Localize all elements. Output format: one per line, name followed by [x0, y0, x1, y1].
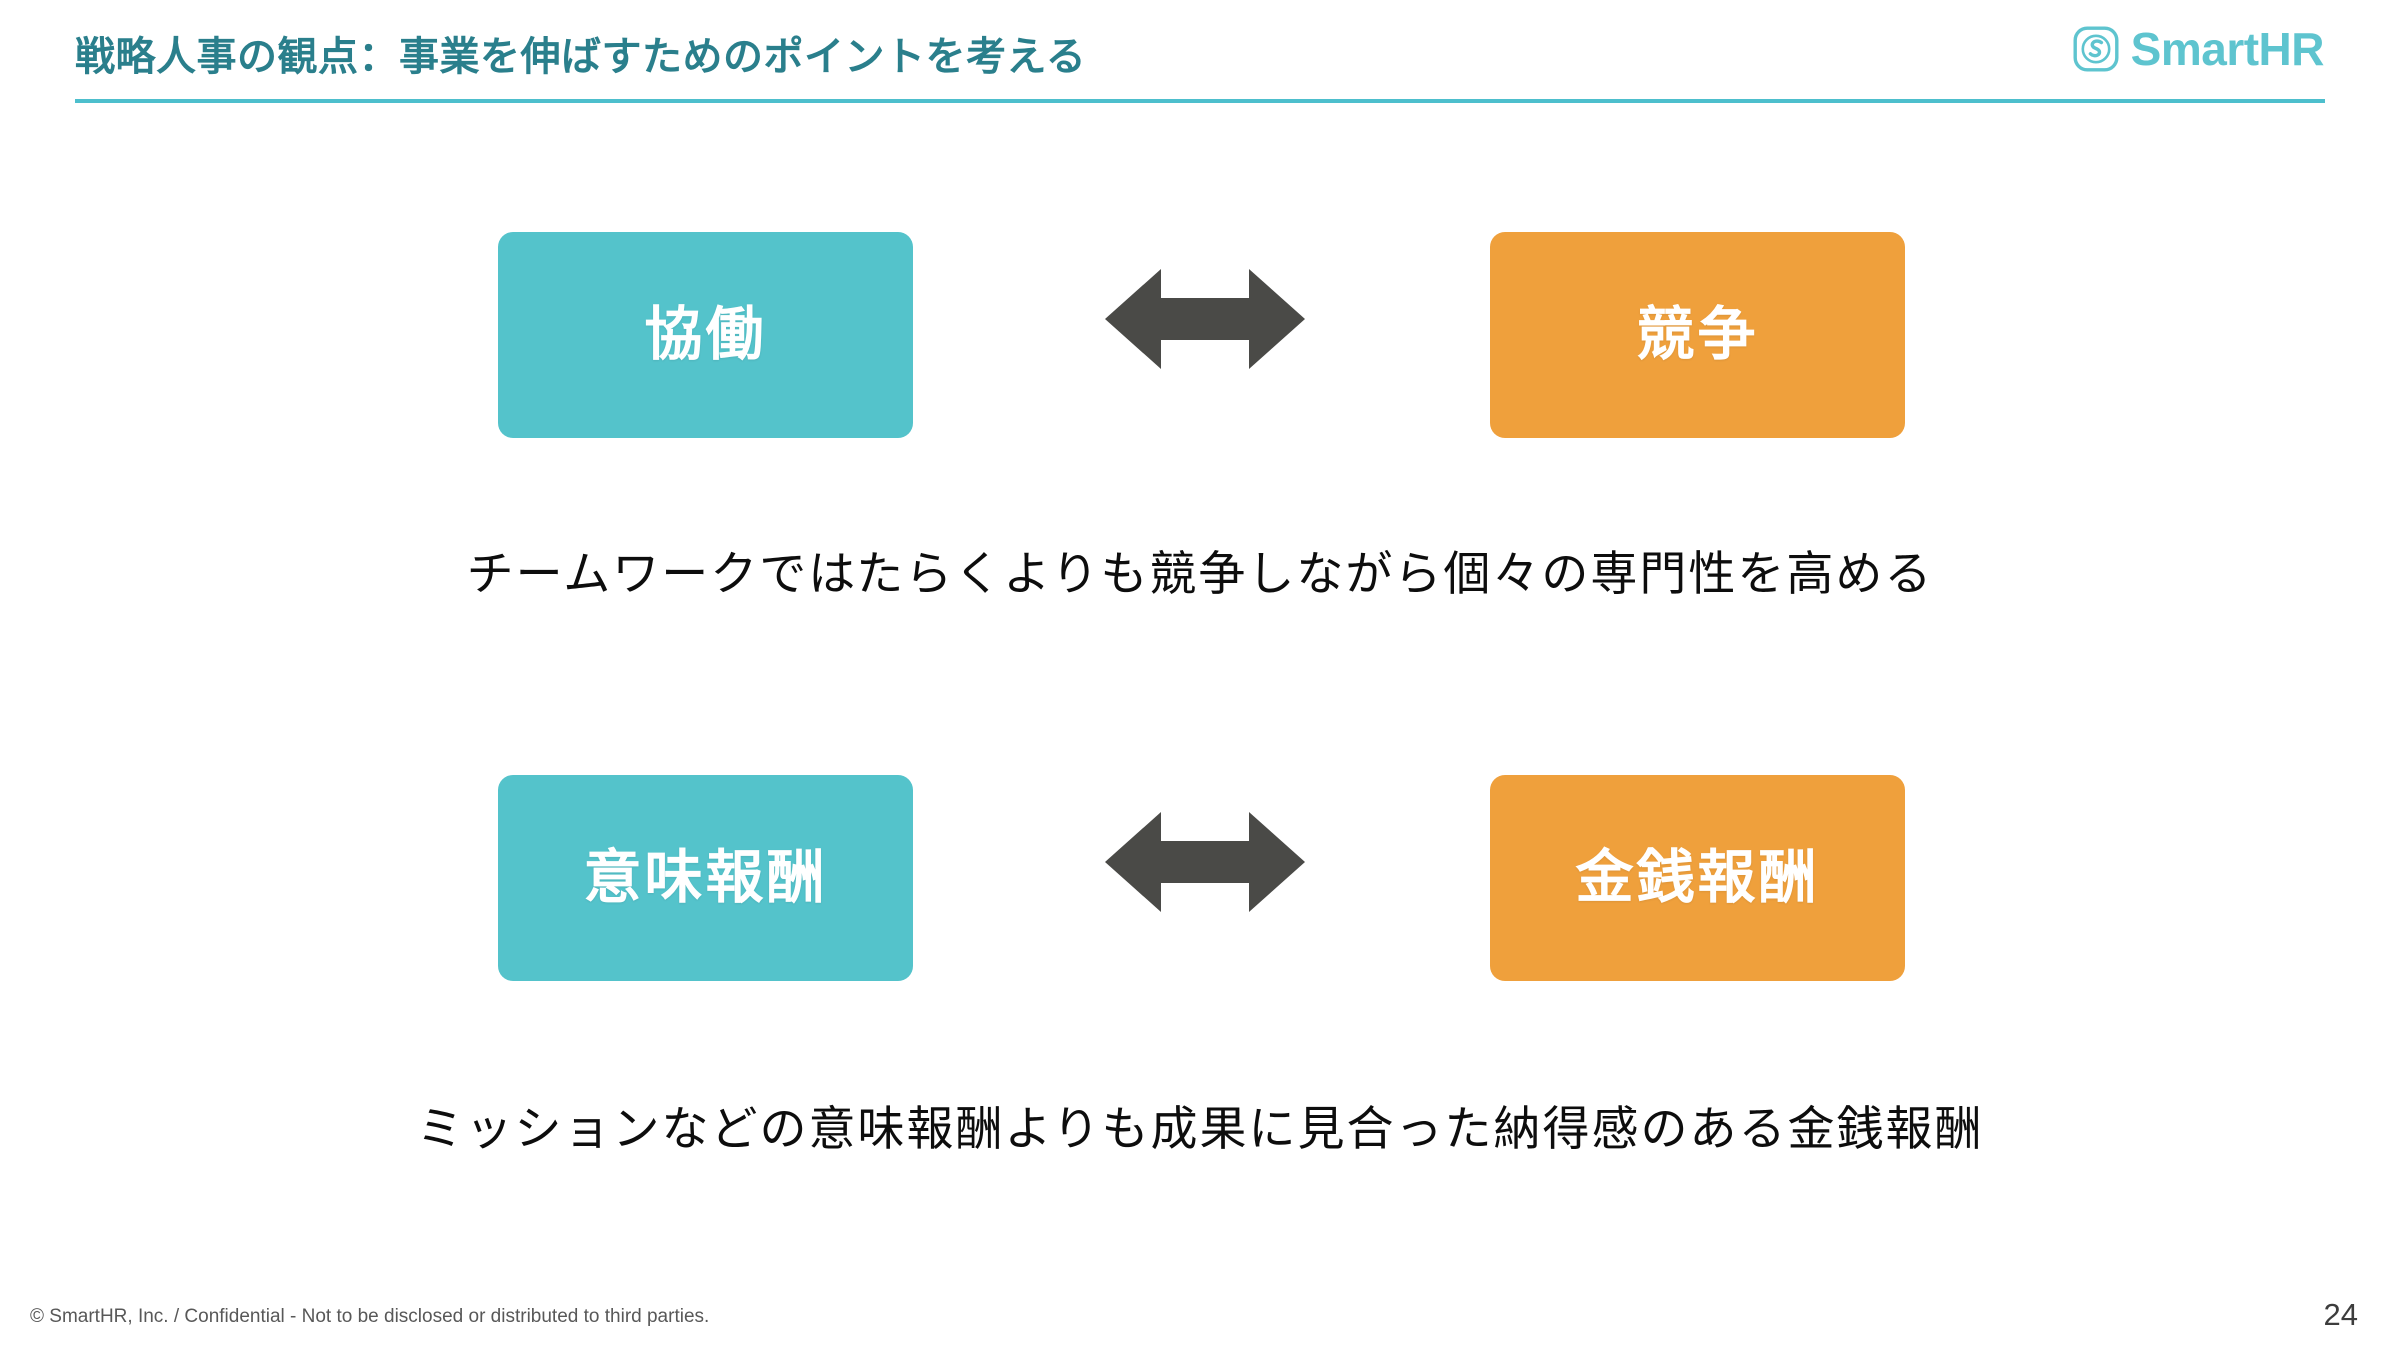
concept-label: 競争 — [1636, 302, 1759, 367]
row-caption-1: チームワークではたらくよりも競争しながら個々の専門性を高める — [466, 547, 1934, 600]
double-headed-arrow-icon — [1105, 265, 1305, 373]
page-number: 24 — [2323, 1297, 2358, 1332]
concept-label: 協働 — [644, 302, 767, 367]
concept-label: 意味報酬 — [583, 845, 828, 910]
double-headed-arrow-icon — [1105, 808, 1305, 916]
concept-pair-1: 協働 競争 — [0, 232, 2400, 438]
comparison-row-1: 協働 競争 — [0, 232, 2400, 438]
concept-box-competition: 競争 — [1490, 232, 1905, 438]
concept-box-meaning-reward: 意味報酬 — [498, 775, 913, 981]
smarthr-wordmark: SmartHR — [2130, 23, 2325, 75]
smarthr-logo: SmartHR — [2073, 23, 2325, 75]
concept-label: 金銭報酬 — [1575, 845, 1820, 910]
concept-box-monetary-reward: 金銭報酬 — [1490, 775, 1905, 981]
confidential-footer: © SmartHR, Inc. / Confidential - Not to … — [30, 1306, 710, 1327]
slide-header: 戦略人事の観点：事業を伸ばすためのポイントを考える SmartHR — [0, 0, 2400, 108]
smarthr-s-mark-icon — [2073, 26, 2119, 72]
comparison-row-2: 意味報酬 金銭報酬 — [0, 775, 2400, 981]
title-divider — [75, 99, 2325, 103]
row-caption-2: ミッションなどの意味報酬よりも成果に見合った納得感のある金銭報酬 — [416, 1102, 1984, 1155]
concept-box-collaboration: 協働 — [498, 232, 913, 438]
concept-pair-2: 意味報酬 金銭報酬 — [0, 775, 2400, 981]
page-title: 戦略人事の観点：事業を伸ばすためのポイントを考える — [75, 35, 1087, 79]
